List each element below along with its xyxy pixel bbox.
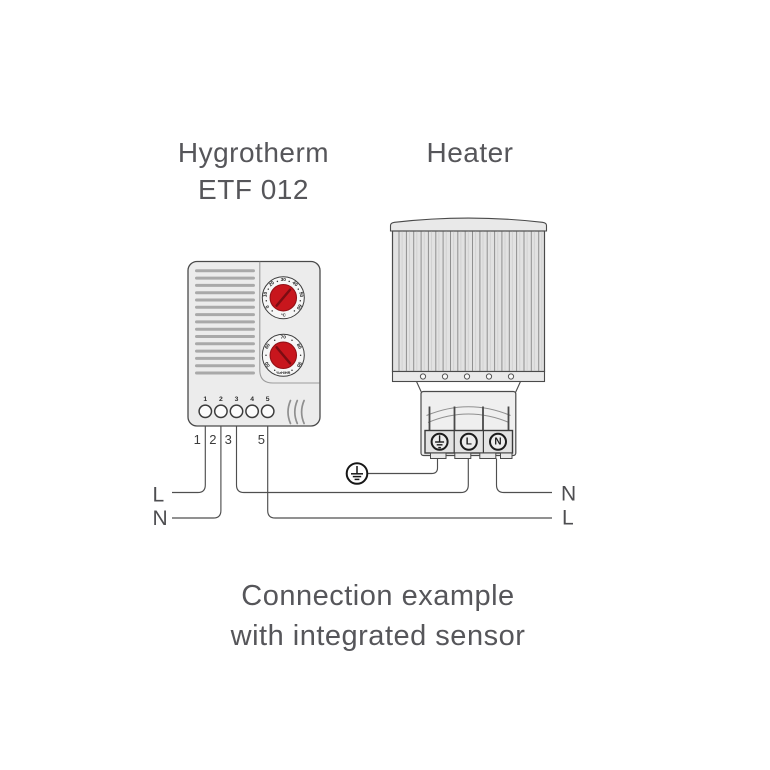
temperature-knob-pointer [275,288,292,307]
left-neutral-label: N [153,507,168,530]
wire-heater-earth [367,458,439,475]
temp-tick-60: 60 [295,303,303,311]
terminal-posts [428,406,510,430]
line-terminal[interactable]: L [459,432,478,451]
humidity-dial-dots [265,339,302,372]
caption-line1: Connection example [241,580,515,612]
right-neutral-label: N [561,483,576,506]
caption-line2: with integrated sensor [230,620,526,652]
temp-tick-50: 50 [297,291,304,298]
hygrotherm-title-line1: Hygrotherm [177,137,330,168]
wire-label-5: 5 [258,432,265,447]
wire-label-3: 3 [225,432,232,447]
temperature-dial-dots [265,280,302,312]
temp-tick-40: 40 [291,280,299,288]
right-line-label: L [562,507,574,530]
temp-tick-30: 30 [281,277,287,283]
terminal-4 [245,404,260,419]
wire-number-labels: 1 2 3 5 [194,432,265,447]
temp-unit-label: °C [281,312,287,317]
humidity-dial: 50 60 70 80 90 %rH/HR [261,333,305,377]
heater-terminal-housing: L N [420,390,517,459]
hygrotherm-terminals: 1 2 3 4 5 [198,396,275,419]
wire-terminal1-to-L [172,426,206,494]
wire-terminal2-to-N [172,426,222,519]
hum-unit-label: %rH/HR [276,371,290,375]
housing-arch-lines [426,406,511,424]
terminal-label-4: 4 [250,396,254,403]
earth-terminal[interactable] [430,432,449,451]
temp-tick-0: 0 [264,304,271,310]
caption: Connection example with integrated senso… [203,576,553,656]
temp-tick-10: 10 [262,291,269,298]
heater-title: Heater [426,137,514,168]
terminal-feet [430,452,513,459]
wire-terminal5-to-rightL [267,426,552,519]
wire-label-1: 1 [194,432,201,447]
humidity-knob-pointer [275,346,292,365]
wire-label-2: 2 [209,432,216,447]
line-terminal-letter: L [466,437,472,448]
dial-panel-divider [259,261,320,384]
corner-vents [287,399,305,425]
heater-device: L N [389,217,548,459]
terminal-label-2: 2 [219,396,223,403]
heater-fin-highlights [401,231,543,371]
base-plate-holes [419,373,515,380]
temperature-dial: 0 10 20 30 40 50 60 °C [261,276,305,320]
hum-tick-70: 70 [281,335,287,341]
left-line-label: L [153,484,165,507]
wire-heaterN-to-rightN [495,458,552,494]
neutral-terminal-letter: N [494,437,501,448]
wires [172,426,552,519]
hygrotherm-device: 0 10 20 30 40 50 60 °C 50 60 70 80 90 [187,260,321,427]
supply-labels: L N N L [153,483,577,531]
temp-tick-20: 20 [268,280,276,288]
hum-tick-60: 60 [264,342,272,350]
base-shoulders [415,381,522,393]
hum-tick-90: 90 [295,360,303,368]
terminal-label-5: 5 [266,396,270,403]
hum-tick-80: 80 [295,343,303,351]
hygrotherm-title-line2: ETF 012 [198,174,309,205]
heater-top-cap [389,217,548,232]
earth-symbol-icon [435,435,445,449]
terminal-label-1: 1 [203,396,207,403]
heater-fins [398,231,540,371]
neutral-terminal[interactable]: N [489,432,507,451]
protective-earth-icon [345,462,369,485]
terminal-5 [260,404,275,419]
terminal-1 [198,404,213,419]
terminal-block-dividers [453,430,484,453]
terminal-label-3: 3 [235,396,239,403]
terminal-3 [229,404,244,419]
wire-terminal3-to-heaterL [235,426,469,494]
hum-tick-50: 50 [264,360,272,368]
hygrotherm-title: Hygrotherm ETF 012 [150,134,357,208]
vent-slats [195,269,255,375]
terminal-2 [213,404,228,419]
